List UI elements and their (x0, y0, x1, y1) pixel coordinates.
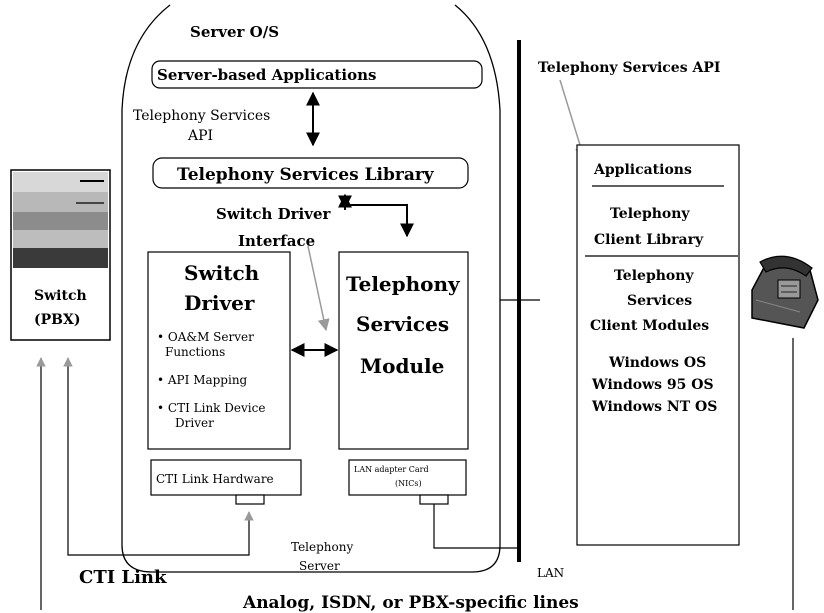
ts-api-label: Telephony Services (133, 108, 270, 124)
cti-link-hardware-box (150, 459, 302, 496)
ts-api-label-2: API (187, 128, 213, 144)
sdi-label-2: Interface (238, 232, 315, 250)
telephone-icon (751, 255, 819, 329)
pbx-switch-icon (10, 169, 111, 341)
client-ts-api-label: Telephony Services API (538, 60, 720, 76)
cti-link-label: CTI Link (79, 567, 167, 588)
switch-driver-bullet: Driver (175, 416, 214, 430)
server-applications-label: Server-based Applications (157, 66, 376, 84)
switch-driver-title-2: Driver (184, 291, 255, 315)
lan-adapter-box (348, 459, 467, 496)
switch-driver-bullet: • CTI Link Device (157, 401, 265, 415)
client-applications-label: Applications (593, 162, 692, 178)
tsm-label-3: Module (360, 354, 444, 378)
server-os-label: Server O/S (190, 23, 279, 41)
switch-label: Switch (34, 288, 87, 304)
library-tsm-arrow (338, 195, 414, 238)
nic-to-lan-line (433, 504, 519, 549)
lines-label: Analog, ISDN, or PBX-specific lines (242, 593, 579, 613)
ts-library-label: Telephony Services Library (177, 165, 435, 185)
client-library-label-2: Client Library (594, 232, 704, 248)
telephony-server-label-2: Server (299, 559, 340, 573)
interface-pointer-arrow (307, 245, 330, 332)
client-os-label-3: Windows NT OS (591, 399, 717, 415)
switch-driver-bullet: • API Mapping (157, 373, 248, 387)
client-modules-label-3: Client Modules (590, 318, 709, 334)
client-library-label: Telephony (610, 206, 690, 222)
client-box (576, 144, 740, 546)
client-os-label-2: Windows 95 OS (591, 377, 714, 393)
cti-link-port (235, 494, 265, 505)
switch-driver-bullet: • OA&M Server (157, 330, 254, 344)
lan-adapter-label-2: (NICs) (395, 479, 422, 488)
lan-adapter-port (419, 494, 449, 505)
telephony-server-label: Telephony (291, 540, 353, 554)
client-os-label: Windows OS (608, 355, 706, 371)
client-modules-label: Telephony (614, 268, 694, 284)
cti-link-hardware-label: CTI Link Hardware (156, 472, 274, 486)
tsm-label-2: Services (356, 312, 449, 336)
switch-label-2: (PBX) (34, 312, 80, 328)
lan-label: LAN (537, 566, 564, 580)
client-modules-label-2: Services (627, 293, 692, 309)
tsm-label: Telephony (346, 272, 461, 296)
tsm-box (338, 251, 469, 450)
cti-link-line (63, 357, 250, 556)
sdi-label: Switch Driver (216, 205, 332, 223)
server-applications-box (151, 60, 483, 89)
ts-library-box (152, 157, 469, 189)
server-os-outline (121, 4, 501, 573)
lan-adapter-label: LAN adapter Card (354, 465, 429, 474)
switch-driver-box (147, 251, 291, 450)
switch-driver-title: Switch (184, 261, 260, 285)
switch-driver-bullet: Functions (165, 345, 225, 359)
